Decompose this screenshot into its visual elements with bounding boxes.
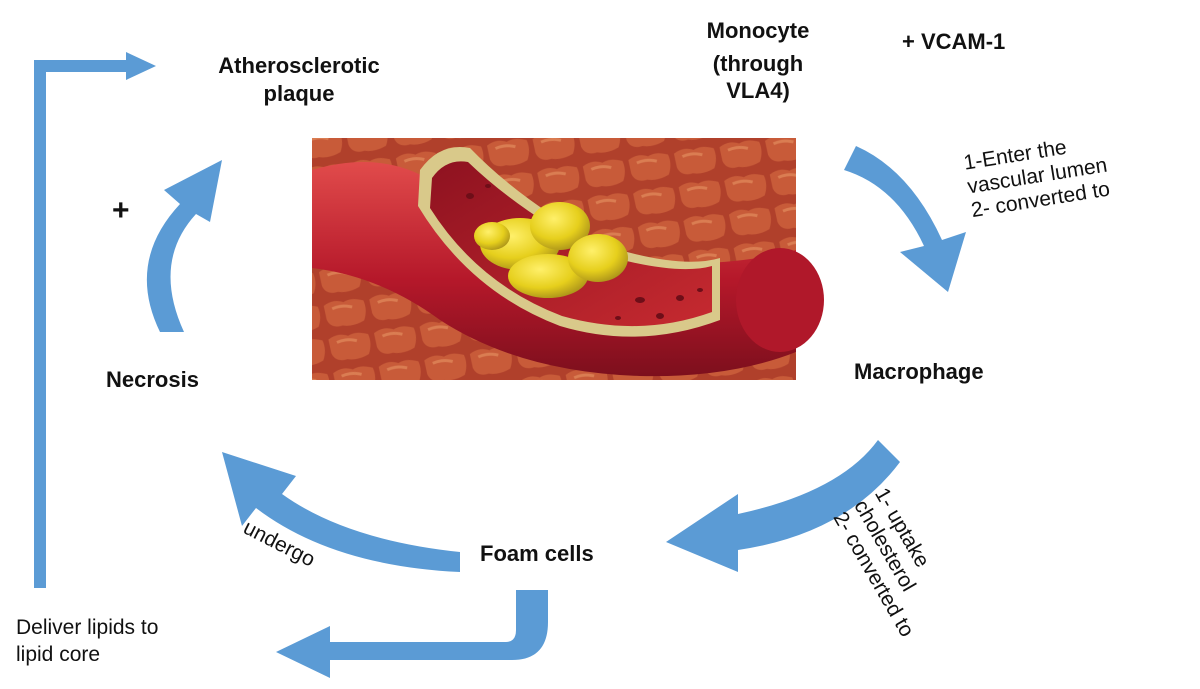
node-foam: Foam cells (480, 541, 594, 566)
node-vcam: + VCAM-1 (902, 29, 1006, 54)
plaque-deposit (474, 202, 628, 298)
blood-cells (466, 184, 703, 320)
arrow-foam-to-core (276, 590, 548, 678)
monocyte-line-1: Monocyte (706, 18, 810, 43)
arrow-monocyte-to-macrophage (844, 146, 966, 292)
deliver-frame-line (34, 60, 128, 588)
node-necrosis: Necrosis (106, 367, 199, 392)
node-plaque: Atherosclerotic plaque (176, 52, 422, 107)
arrow-necrosis-to-plaque (146, 160, 222, 332)
node-monocyte: Monocyte (through VLA4) (670, 14, 846, 107)
arrow-macrophage-to-foam (666, 440, 900, 572)
node-macrophage: Macrophage (854, 359, 984, 384)
monocyte-line-2: (through (712, 51, 804, 76)
monocyte-line-3: VLA4) (726, 78, 790, 103)
plaque-line-2: plaque (263, 80, 335, 106)
vessel-end (736, 248, 824, 352)
plaque-line-1: Atherosclerotic (218, 53, 380, 78)
frame-arrowhead (126, 52, 156, 80)
arrow-foam-to-necrosis (222, 452, 460, 572)
edge-label-foam-core: Deliver lipids to lipid core (16, 614, 158, 669)
edge4-line-2: lipid core (16, 643, 101, 667)
artery-illustration (312, 138, 824, 380)
edge4-line-1: Deliver lipids to (16, 616, 159, 639)
plus-sign: + (112, 194, 130, 227)
